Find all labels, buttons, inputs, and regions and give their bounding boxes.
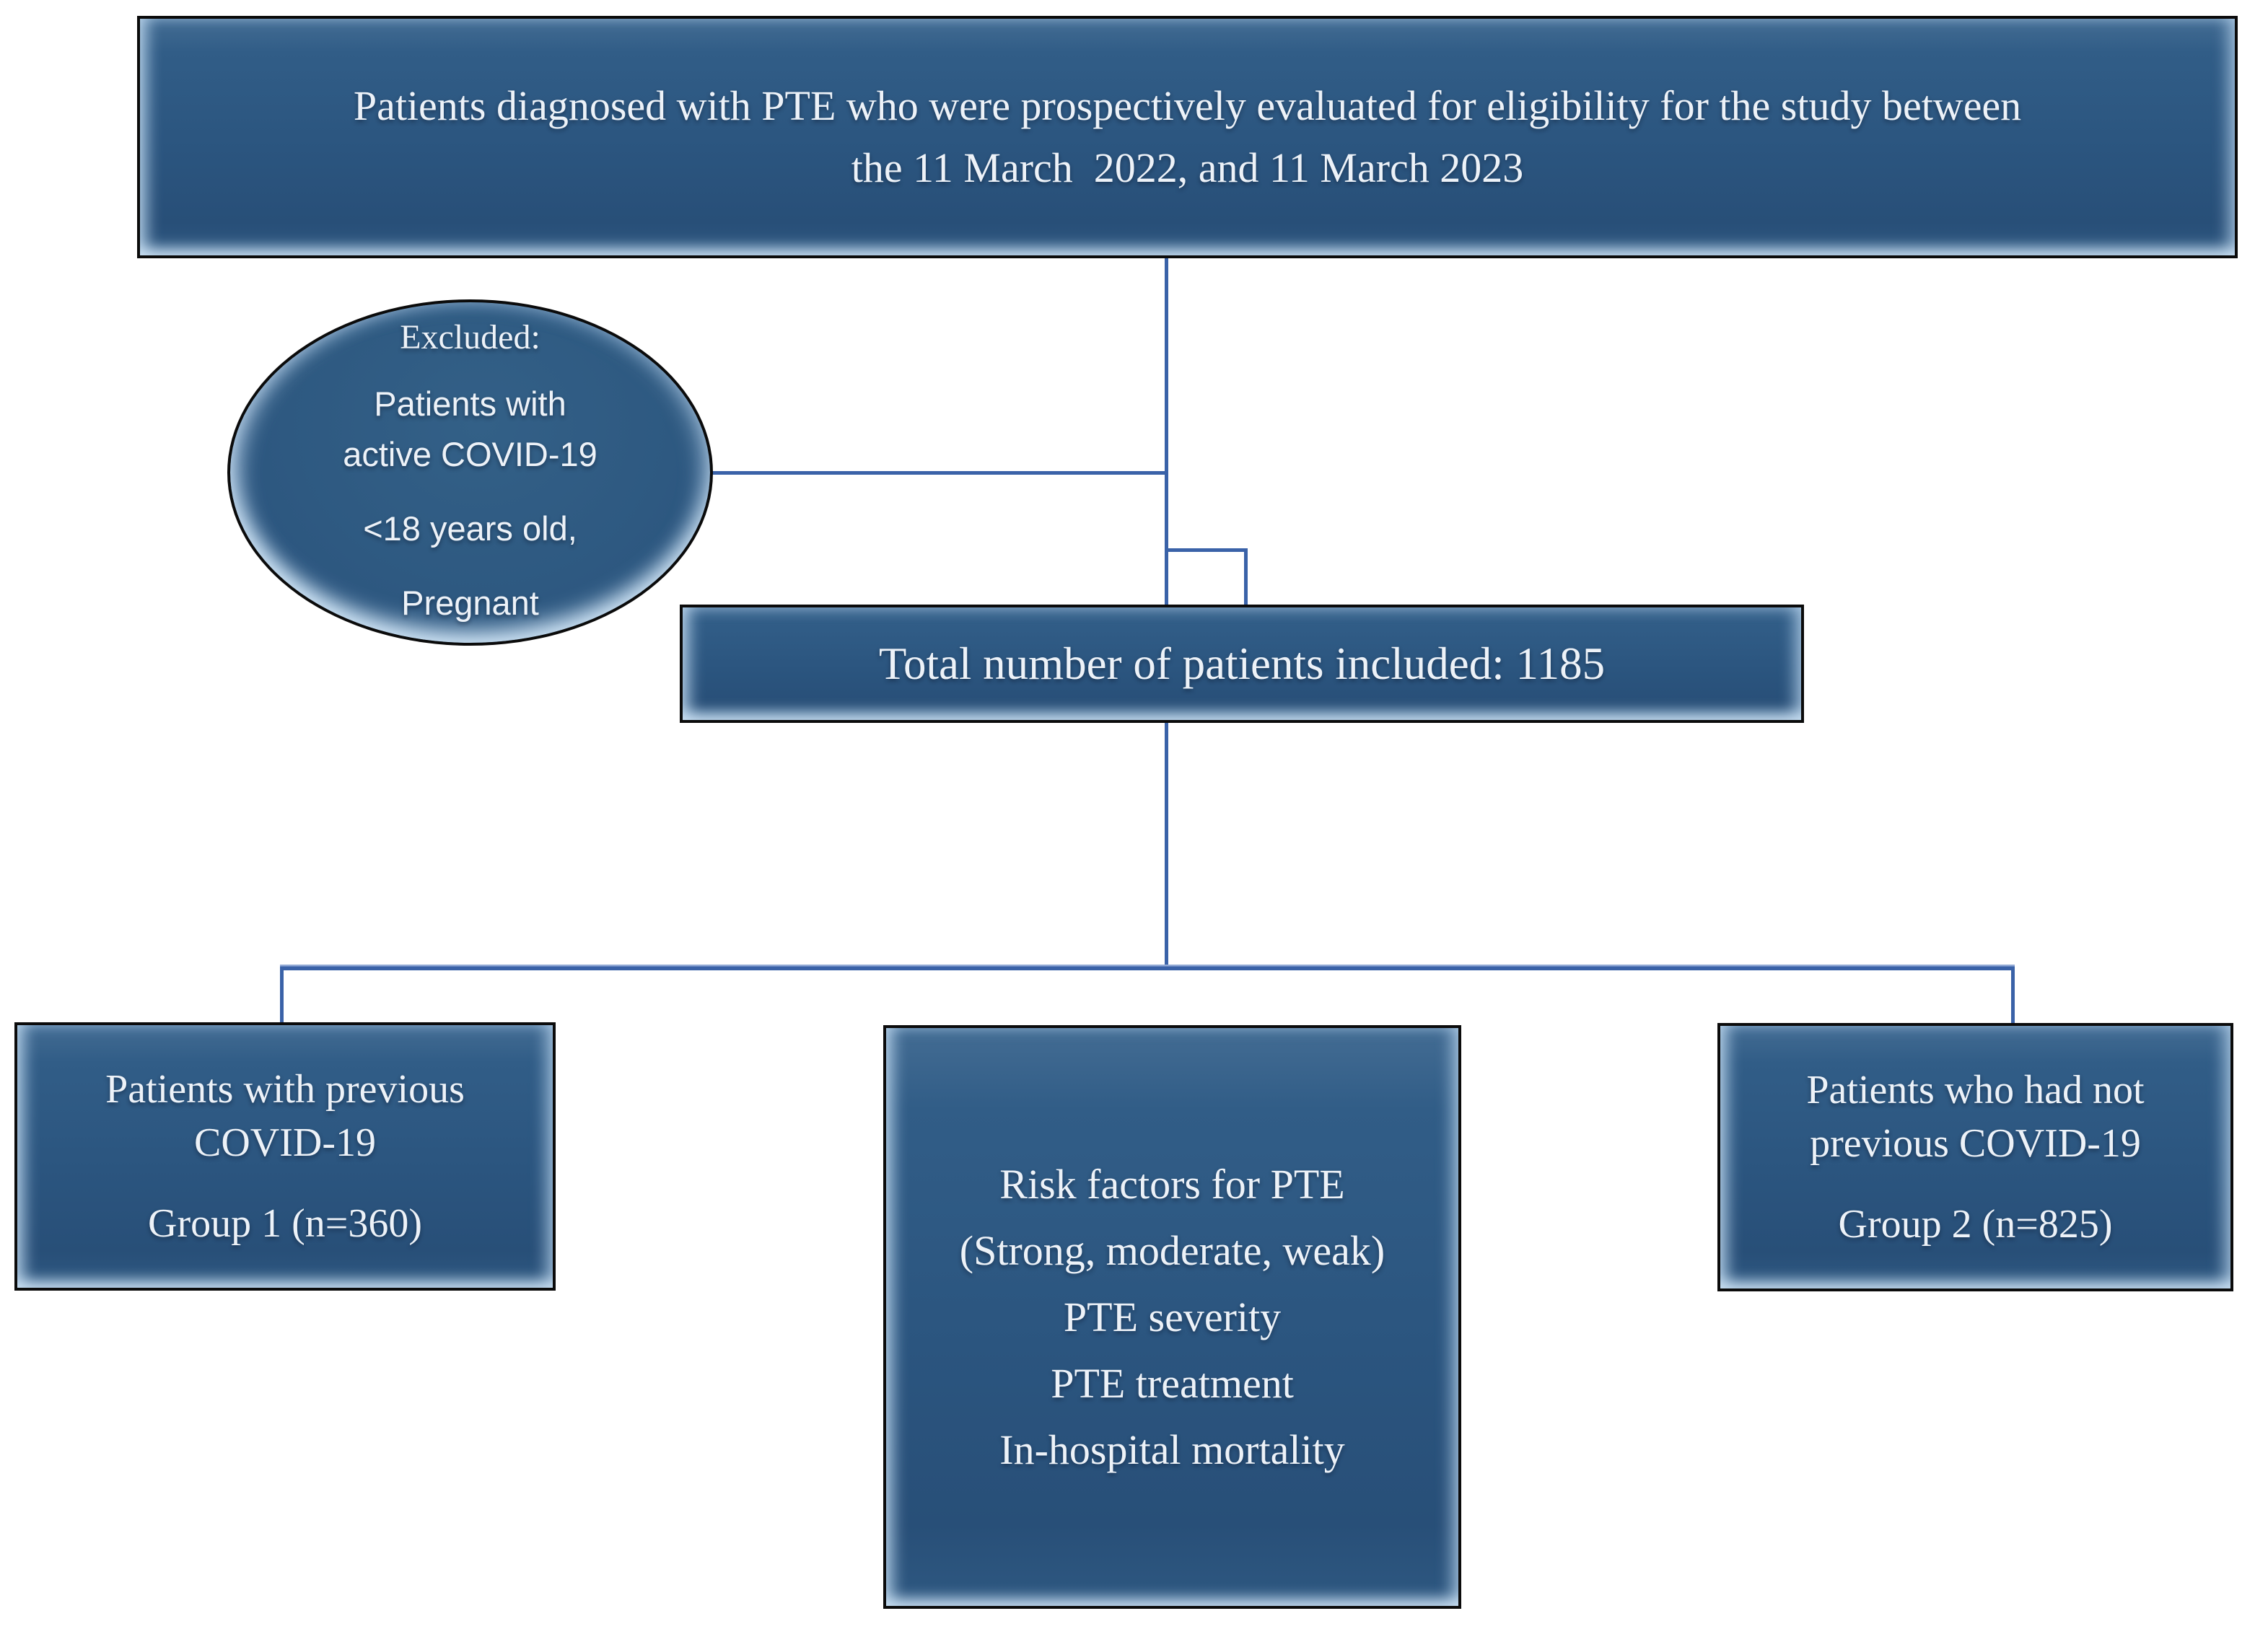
- group1-box: Patients with previous COVID-19 Group 1 …: [14, 1022, 556, 1291]
- connector-drop-group1: [280, 967, 284, 1022]
- connector-drop-group2: [2011, 967, 2015, 1023]
- total-included-label: Total number of patients included: 1185: [878, 638, 1606, 689]
- group2-line1: Patients who had not: [1806, 1068, 2145, 1112]
- outcomes-box: Risk factors for PTE (Strong, moderate, …: [883, 1025, 1461, 1609]
- group1-line1: Patients with previous: [105, 1067, 465, 1112]
- connector-branch-horizontal: [280, 965, 2015, 970]
- connector-elbow-vertical: [1244, 548, 1248, 606]
- excluded-title: Excluded:: [400, 318, 540, 356]
- outcomes-line3: PTE severity: [1063, 1293, 1282, 1340]
- group1-count: Group 1 (n=360): [148, 1201, 422, 1246]
- excluded-line3: <18 years old,: [363, 509, 577, 548]
- outcomes-line5: In-hospital mortality: [999, 1426, 1345, 1473]
- outcomes-line1: Risk factors for PTE: [999, 1160, 1345, 1208]
- group2-line2: previous COVID-19: [1810, 1121, 2141, 1166]
- eligibility-box: Patients diagnosed with PTE who were pro…: [137, 16, 2238, 258]
- outcomes-line4: PTE treatment: [1051, 1359, 1294, 1407]
- excluded-ellipse: Excluded: Patients with active COVID-19 …: [227, 299, 713, 646]
- group2-box: Patients who had not previous COVID-19 G…: [1717, 1023, 2233, 1291]
- eligibility-line1: Patients diagnosed with PTE who were pro…: [353, 82, 2022, 129]
- total-included-box: Total number of patients included: 1185: [680, 605, 1804, 723]
- excluded-line2: active COVID-19: [343, 435, 597, 473]
- outcomes-line2: (Strong, moderate, weak): [959, 1226, 1385, 1274]
- connector-total-to-branch: [1165, 723, 1168, 970]
- excluded-line1: Patients with: [374, 385, 566, 423]
- connector-excluded-horizontal: [711, 471, 1165, 475]
- eligibility-line2: the 11 March 2022, and 11 March 2023: [851, 144, 1524, 191]
- group2-count: Group 2 (n=825): [1838, 1202, 2113, 1247]
- excluded-line4: Pregnant: [401, 584, 539, 622]
- group1-line2: COVID-19: [194, 1120, 376, 1165]
- connector-topbox-to-total: [1165, 258, 1168, 606]
- connector-elbow-horizontal: [1165, 548, 1248, 552]
